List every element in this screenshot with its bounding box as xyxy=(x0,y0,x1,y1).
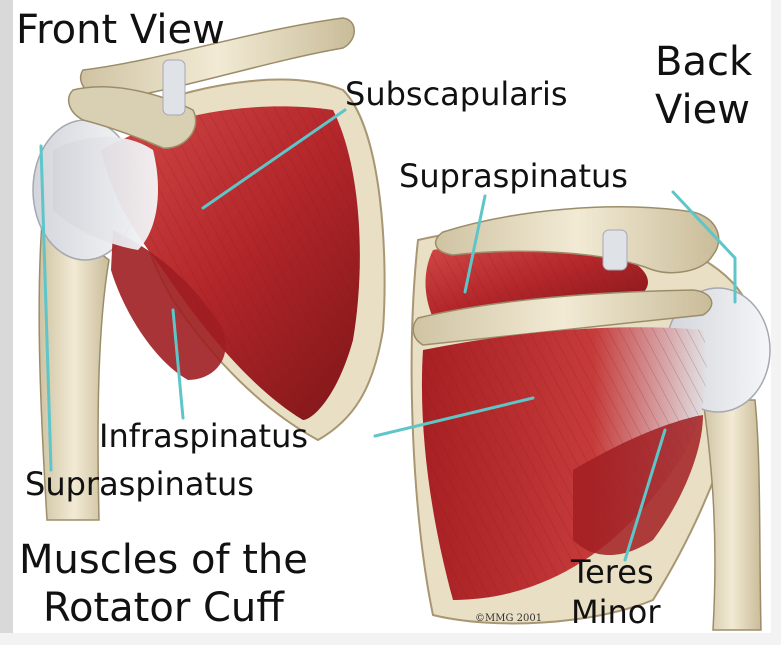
main-title-line1: Muscles of the xyxy=(19,540,308,580)
rotator-cuff-illustration: Front View Back View Subscapularis Supra… xyxy=(13,0,771,633)
subscapularis-label: Subscapularis xyxy=(345,78,568,110)
bottom-margin xyxy=(0,633,781,645)
left-margin xyxy=(0,0,13,645)
back-view-title-line1: Back xyxy=(655,42,752,82)
infraspinatus-label: Infraspinatus xyxy=(99,420,308,452)
right-margin xyxy=(771,0,781,645)
supraspinatus-back-label: Supraspinatus xyxy=(399,160,628,192)
back-humerus xyxy=(703,400,761,630)
front-view-title: Front View xyxy=(16,10,225,50)
back-ligament xyxy=(603,230,627,270)
teres-minor-label-line1: Teres xyxy=(571,556,654,588)
teres-minor-label-line2: Minor xyxy=(571,596,661,628)
front-ligament xyxy=(163,60,185,115)
copyright-note: ©MMG 2001 xyxy=(475,614,542,624)
back-view-title-line2: View xyxy=(655,90,750,130)
main-title-line2: Rotator Cuff xyxy=(43,588,284,628)
supraspinatus-front-label: Supraspinatus xyxy=(25,468,254,500)
